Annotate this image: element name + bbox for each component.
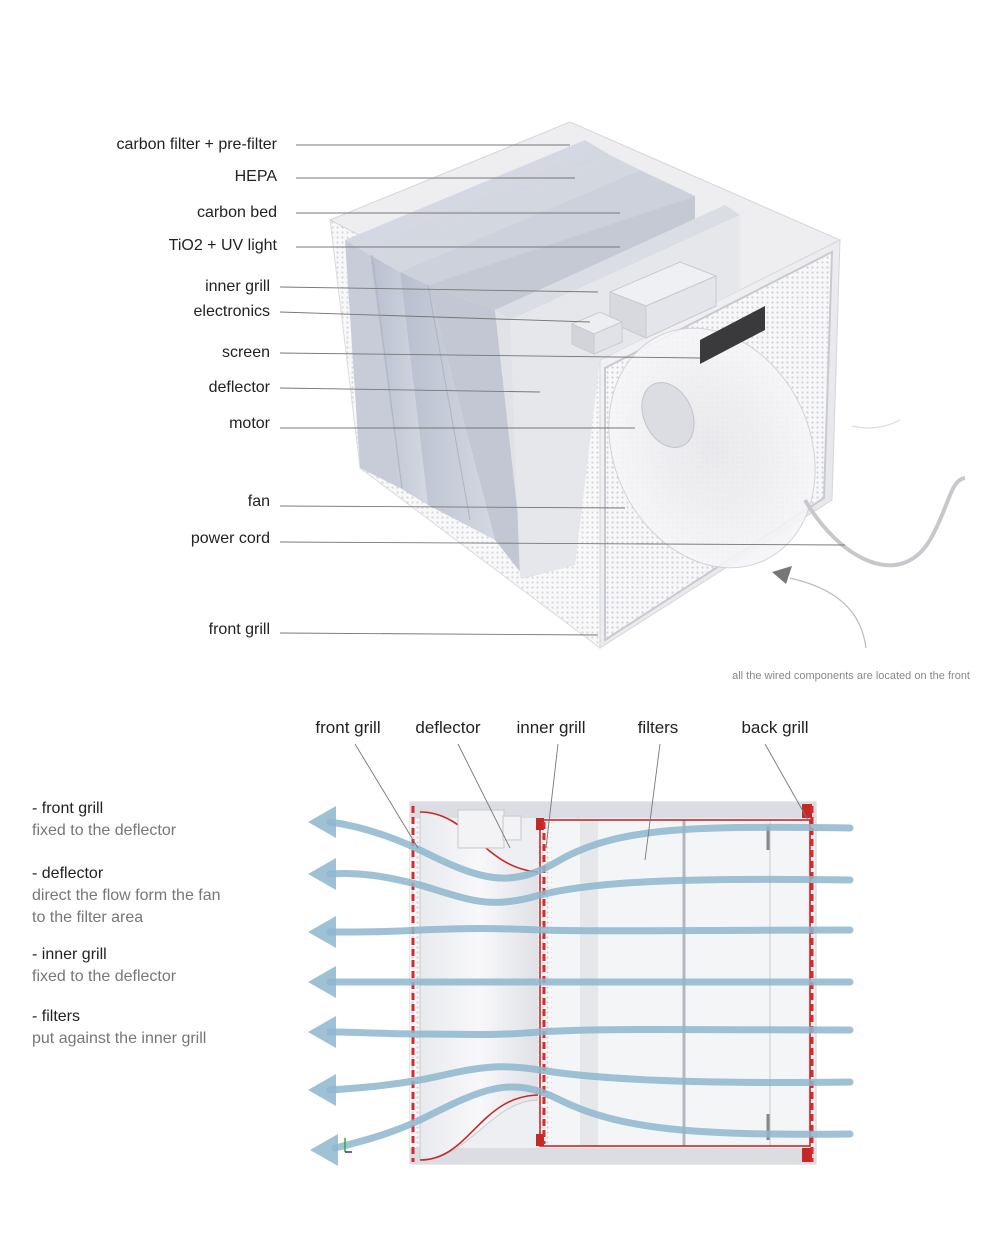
electronics-boxes <box>570 261 718 355</box>
desc-inner-grill-title: - inner grill <box>32 946 107 963</box>
col-label-front-grill: front grill <box>315 718 380 737</box>
label-fan: fan <box>248 493 270 510</box>
col-label-back-grill: back grill <box>741 718 808 737</box>
section-bottom-wall <box>410 1148 816 1164</box>
note-arrowhead <box>772 566 792 584</box>
axis-gizmo <box>344 1138 352 1153</box>
cross-section-view <box>308 801 854 1166</box>
label-inner-grill: inner grill <box>205 278 270 295</box>
section-electronics-large <box>457 809 505 849</box>
label-deflector: deflector <box>209 379 271 396</box>
label-power-cord: power cord <box>191 530 270 547</box>
label-tio2-uv: TiO2 + UV light <box>169 237 278 254</box>
desc-filters-title: - filters <box>32 1008 80 1025</box>
desc-filters-text: put against the inner grill <box>32 1030 206 1047</box>
section-electronics-small <box>502 815 522 841</box>
col-label-filters: filters <box>638 718 679 737</box>
desc-deflector-title: - deflector <box>32 865 104 882</box>
label-screen: screen <box>222 344 270 361</box>
label-carbon-filter: carbon filter + pre-filter <box>116 136 277 153</box>
label-motor: motor <box>229 415 271 432</box>
desc-inner-grill-text: fixed to the deflector <box>32 968 177 985</box>
bottom-column-labels: front grill deflector inner grill filter… <box>315 718 808 737</box>
power-cord <box>803 476 966 568</box>
label-carbon-bed: carbon bed <box>197 204 277 221</box>
section-deflector-outline-bottom <box>419 1094 541 1161</box>
bottom-leader-lines <box>354 743 809 861</box>
desc-deflector-text-2: to the filter area <box>32 909 143 926</box>
top-labels: carbon filter + pre-filter HEPA carbon b… <box>116 136 970 682</box>
section-red-block-tr <box>802 804 812 818</box>
desc-deflector-text-1: direct the flow form the fan <box>32 887 221 904</box>
screen <box>700 306 765 364</box>
airflow-arrowheads <box>308 806 338 1166</box>
motor <box>641 382 695 448</box>
airflow-streams <box>326 818 854 1152</box>
component-descriptions: - front grill fixed to the deflector - d… <box>32 800 221 1047</box>
section-top-wall <box>410 802 816 818</box>
col-label-inner-grill: inner grill <box>517 718 586 737</box>
note-wired-components: all the wired components are located on … <box>732 670 970 682</box>
top-leader-lines <box>279 144 846 636</box>
section-red-block-tl <box>536 818 544 830</box>
col-label-deflector: deflector <box>415 718 481 737</box>
desc-front-grill-text: fixed to the deflector <box>32 822 177 839</box>
label-electronics: electronics <box>194 303 270 320</box>
label-front-grill: front grill <box>209 621 270 638</box>
label-hepa: HEPA <box>235 168 278 185</box>
desc-front-grill-title: - front grill <box>32 800 103 817</box>
purifier-3d-view <box>328 121 966 649</box>
section-red-block-bl <box>536 1134 544 1146</box>
section-red-block-br <box>802 1148 812 1162</box>
faint-arrow <box>851 419 901 429</box>
note-arrow <box>789 577 867 649</box>
